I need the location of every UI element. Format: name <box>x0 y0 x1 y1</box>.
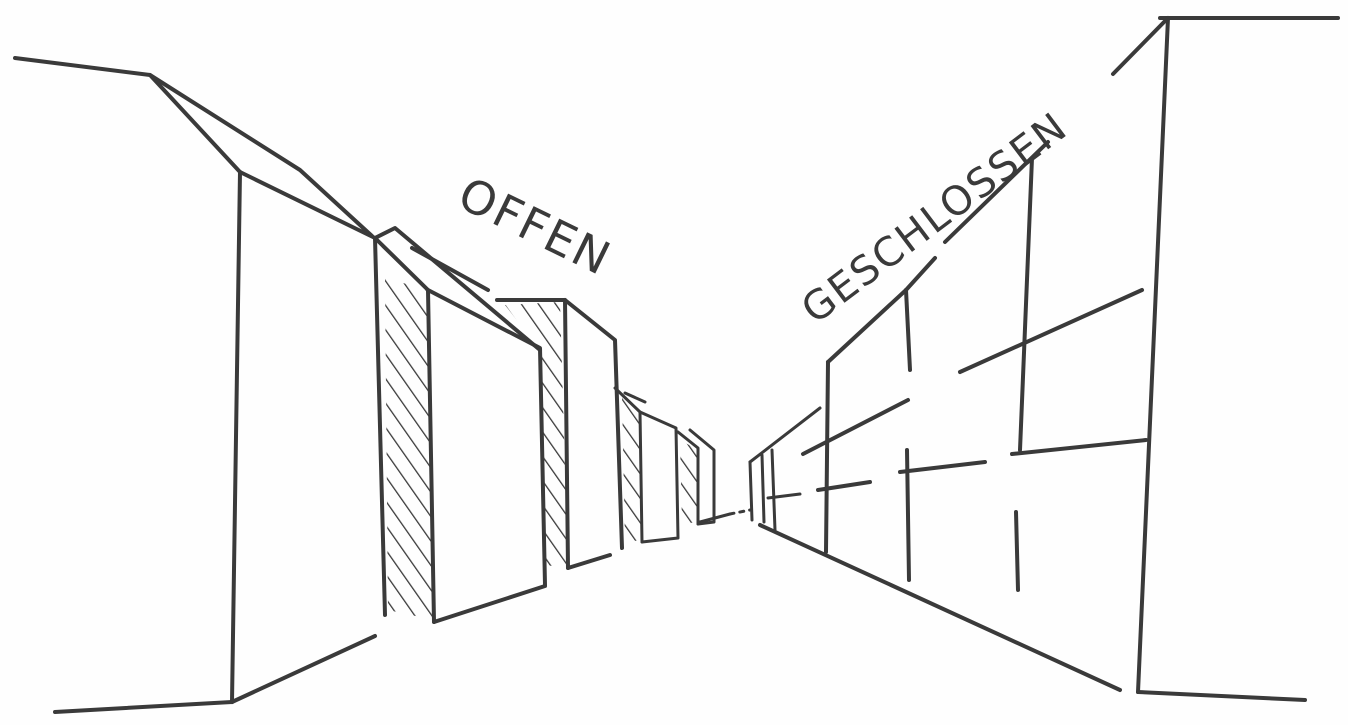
left-building-4 <box>615 388 678 542</box>
left-building-5 <box>678 430 714 524</box>
left-buildings-open <box>15 58 750 712</box>
label-open: OFFEN <box>450 166 620 286</box>
left-building-1 <box>15 58 375 712</box>
label-open-text: OFFEN <box>450 166 620 286</box>
right-building-tall <box>1113 18 1338 700</box>
left-building-3 <box>497 300 622 568</box>
label-closed-text: GESCHLOSSEN <box>793 104 1076 333</box>
label-closed: GESCHLOSSEN <box>793 104 1076 333</box>
left-building-2 <box>375 228 545 622</box>
